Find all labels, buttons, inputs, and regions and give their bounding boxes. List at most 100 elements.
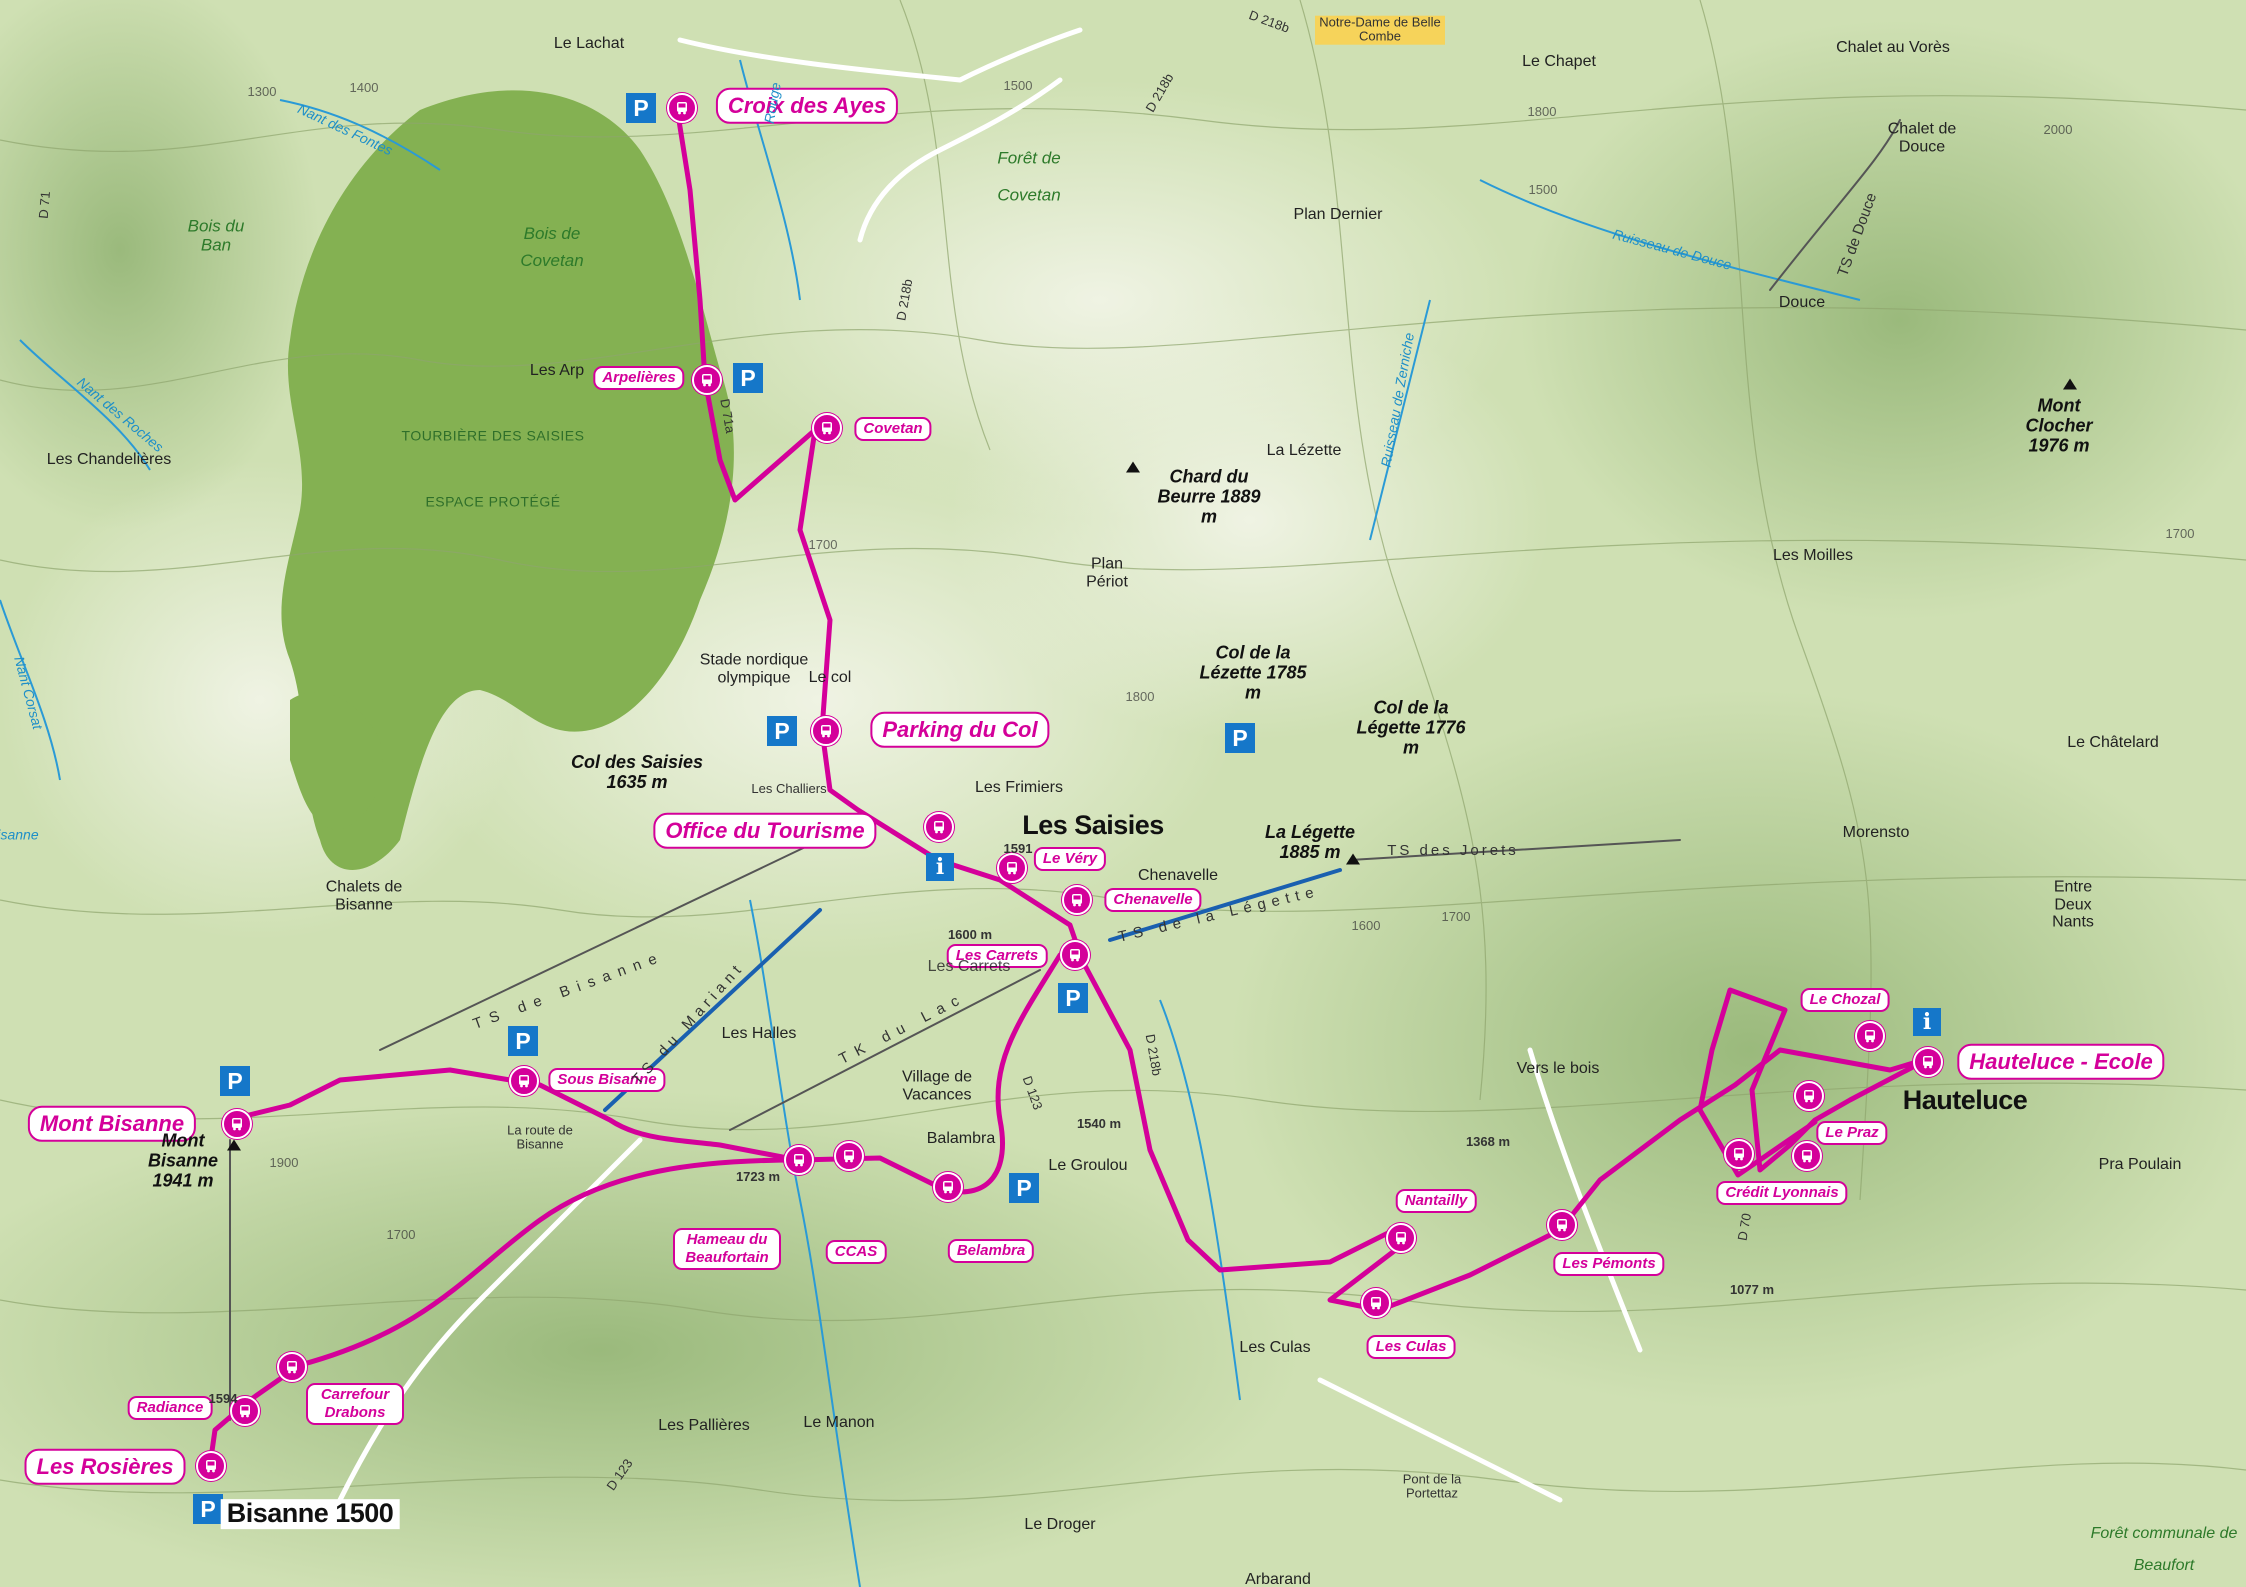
info-icon[interactable]: i [926,853,954,881]
place-les-moilles: Les Moilles [1772,547,1854,565]
stop-les-pemonts[interactable]: Les Pémonts [1553,1252,1665,1276]
place-le-chapet: Le Chapet [1522,53,1596,71]
contour-1600: 1600 [1351,917,1381,933]
place-les-challiers: Les Challiers [751,780,827,796]
contour-1400: 1400 [349,79,379,95]
place-pra-poulain: Pra Poulain [2098,1156,2182,1174]
stop-hauteluce-ecole[interactable]: Hauteluce - Ecole [1957,1043,2165,1081]
bus-icon[interactable] [933,1172,963,1202]
place-chalet-de-douce: Chalet de Douce [1887,120,1957,155]
bus-icon[interactable] [1062,885,1092,915]
stop-radiance[interactable]: Radiance [127,1396,213,1420]
stop-parking-du-col[interactable]: Parking du Col [870,711,1050,749]
stop-belambra[interactable]: Belambra [947,1239,1035,1263]
stop-les-culas[interactable]: Les Culas [1366,1335,1456,1359]
peak-chard-du-beurre: Chard du Beurre 1889 m [1157,466,1261,526]
parking-icon[interactable]: P [1225,723,1255,753]
road-d71: D 71 [35,190,54,220]
bus-icon[interactable] [812,413,842,443]
place-chalets-de-bisanne: Chalets de Bisanne [325,878,403,913]
bus-icon[interactable] [222,1109,252,1139]
stop-chenavelle[interactable]: Chenavelle [1104,888,1202,912]
bus-icon[interactable] [784,1145,814,1175]
bus-icon[interactable] [1060,940,1090,970]
bus-icon[interactable] [509,1066,539,1096]
stop-le-chozal[interactable]: Le Chozal [1800,988,1890,1012]
parking-icon[interactable]: P [733,363,763,393]
stop-croix-des-ayes[interactable]: Croix des Ayes [715,87,899,125]
stop-le-praz[interactable]: Le Praz [1816,1121,1888,1145]
place-les-frimiers: Les Frimiers [974,779,1064,797]
bus-icon[interactable] [1913,1047,1943,1077]
peak-col-des-saisies: Col des Saisies 1635 m [570,752,704,792]
peak-mont-clocher: Mont Clocher 1976 m [2025,395,2093,455]
peak-triangle-icon [1346,853,1360,865]
bus-icon[interactable] [230,1396,260,1426]
bus-icon[interactable] [1855,1021,1885,1051]
stop-carrefour-drabons[interactable]: Carrefour Drabons [306,1383,404,1425]
contour-1700b: 1700 [386,1226,416,1242]
stop-credit-lyonnais[interactable]: Crédit Lyonnais [1716,1181,1848,1205]
place-notre-dame: Notre-Dame de Belle Combe [1315,15,1445,45]
place-le-manon: Le Manon [803,1414,875,1432]
forest-tourbiere [281,90,734,870]
contour-2000: 2000 [2043,121,2073,137]
forest-patch [290,692,383,830]
place-le-chatelard: Le Châtelard [2067,734,2159,752]
bus-icon[interactable] [277,1352,307,1382]
info-icon[interactable]: i [1913,1008,1941,1036]
contour-lines [0,0,2246,1502]
contour-1900: 1900 [269,1154,299,1170]
bus-icon[interactable] [1792,1141,1822,1171]
bus-icon[interactable] [924,812,954,842]
elevation-1540: 1540 m [1076,1115,1122,1131]
contour-1700d: 1700 [2165,525,2195,541]
place-les-arpelieres: Les Arp [529,362,585,380]
place-les-chandelieres: Les Chandelières [46,451,172,469]
place-la-lezette: La Lézette [1266,442,1342,460]
place-balambra: Balambra [926,1130,996,1148]
stop-hameau-du-beaufortain[interactable]: Hameau du Beaufortain [673,1228,781,1270]
bus-icon[interactable] [1361,1288,1391,1318]
bus-icon[interactable] [997,853,1027,883]
bus-icon[interactable] [1724,1139,1754,1169]
parking-icon[interactable]: P [1058,983,1088,1013]
stop-le-very[interactable]: Le Véry [1033,847,1107,871]
parking-icon[interactable]: P [626,93,656,123]
parking-icon[interactable]: P [508,1026,538,1056]
place-le-col: Le col [808,669,852,687]
parking-icon[interactable]: P [220,1066,250,1096]
stop-sous-bisanne[interactable]: Sous Bisanne [548,1068,666,1092]
forest-espace-protege: ESPACE PROTÉGÉ [425,493,561,510]
stop-les-carrets[interactable]: Les Carrets [946,944,1048,968]
place-les-carrets: Les Carrets [927,958,1011,976]
parking-icon[interactable]: P [767,716,797,746]
stop-nantailly[interactable]: Nantailly [1395,1189,1477,1213]
bus-icon[interactable] [811,716,841,746]
elevation-1600: 1600 m [947,926,993,942]
bus-icon[interactable] [692,365,722,395]
bus-icon[interactable] [667,93,697,123]
stop-ccas[interactable]: CCAS [825,1240,887,1264]
stop-mont-bisanne[interactable]: Mont Bisanne [27,1105,197,1143]
bus-icon[interactable] [196,1451,226,1481]
bus-icon[interactable] [1794,1081,1824,1111]
parking-icon[interactable]: P [1009,1173,1039,1203]
place-village-de-vacances: Village de Vacances [902,1068,972,1103]
stop-office-du-tourisme[interactable]: Office du Tourisme [653,812,877,850]
contour-1500a: 1500 [1003,77,1033,93]
contour-1800a: 1800 [1527,103,1557,119]
bus-icon[interactable] [1547,1210,1577,1240]
dark-east [1230,690,2246,1410]
place-les-halles: Les Halles [721,1025,797,1043]
parking-icon[interactable]: P [193,1494,223,1524]
stop-arpelieres[interactable]: Arpelières [593,366,685,390]
bus-icon[interactable] [834,1141,864,1171]
place-chalet-au-vores: Chalet au Vorès [1836,39,1950,57]
place-les-culas: Les Culas [1239,1339,1311,1357]
bus-icon[interactable] [1386,1223,1416,1253]
stop-les-rosieres[interactable]: Les Rosières [24,1448,186,1486]
dark-nw [0,0,320,530]
stop-covetan[interactable]: Covetan [854,417,932,441]
